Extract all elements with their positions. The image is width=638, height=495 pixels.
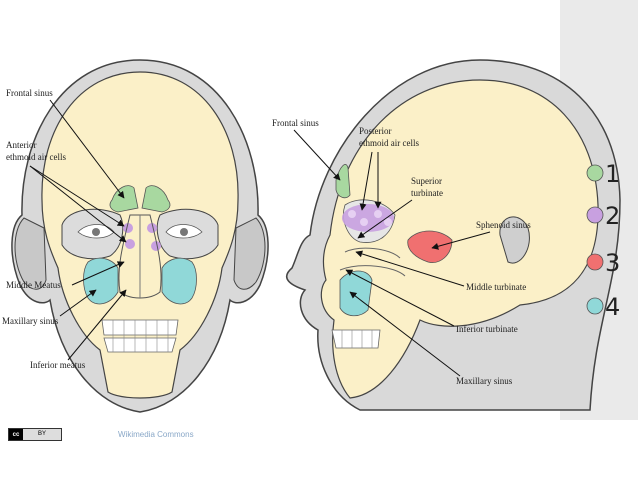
label-frontal-sinus-side: Frontal sinus (272, 118, 319, 128)
arrow-anterior-ethmoid-b (29, 165, 127, 243)
arrow-sphenoid-sinus (431, 231, 491, 250)
arrow-frontal-sinus-side (293, 129, 341, 181)
front-nasal-cavity (118, 214, 162, 299)
license-badge[interactable]: cc BY (8, 428, 62, 441)
credit-link[interactable]: Wikimedia Commons (118, 430, 194, 439)
arrow-superior-turbinate (357, 199, 413, 239)
label-middle-turbinate: Middle turbinate (466, 282, 526, 292)
arrow-maxillary-sinus-side (349, 291, 461, 377)
legend-number-4: 4 (605, 293, 620, 321)
front-labels: Frontal sinus Anterior ethmoid air cells… (2, 88, 127, 370)
front-maxillary-sinus-right (161, 257, 197, 305)
side-ethmoid-cell (374, 210, 382, 218)
front-teeth-lower (103, 337, 177, 353)
cc-by-label: BY (23, 429, 61, 440)
arrow-frontal-sinus-front (49, 99, 125, 199)
label-anterior-ethmoid-2: ethmoid air cells (6, 152, 66, 162)
cc-logo: cc (9, 429, 23, 440)
side-head (286, 0, 638, 420)
legend-swatch-3 (586, 253, 604, 271)
label-anterior-ethmoid-1: Anterior (6, 140, 37, 150)
label-middle-meatus: Middle Meatus (6, 280, 61, 290)
legend-swatch-4 (586, 297, 604, 315)
front-frontal-sinus-right (141, 185, 171, 213)
label-superior-turbinate-2: turbinate (411, 188, 443, 198)
front-ear-right (233, 217, 266, 290)
legend-number-2: 2 (605, 202, 620, 230)
label-posterior-ethmoid-1: Posterior (359, 126, 392, 136)
side-teeth (331, 329, 381, 349)
front-pupil-left (92, 228, 100, 236)
side-ethmoid-cell (360, 218, 368, 226)
label-sphenoid-sinus: Sphenoid sinus (476, 220, 531, 230)
side-sphenoid-sinus (407, 230, 453, 263)
label-frontal-sinus-front: Frontal sinus (6, 88, 53, 98)
front-pupil-right (180, 228, 188, 236)
label-superior-turbinate-1: Superior (411, 176, 442, 186)
arrow-maxillary-sinus-front (59, 289, 97, 317)
arrow-posterior-ethmoid-a (359, 151, 373, 211)
legend-swatch-1 (586, 164, 604, 182)
arrow-inferior-meatus (67, 289, 127, 361)
front-ear-left (14, 217, 47, 290)
side-ear (499, 216, 530, 264)
label-maxillary-sinus-front: Maxillary sinus (2, 316, 59, 326)
front-ethmoid-cell (125, 239, 135, 249)
arrow-anterior-ethmoid-a (29, 165, 125, 227)
front-teeth-upper (101, 319, 179, 336)
side-labels: Frontal sinus Posterior ethmoid air cell… (272, 118, 531, 386)
arrow-inferior-turbinate (345, 269, 455, 327)
arrow-middle-turbinate (355, 250, 465, 287)
legend: 1 2 3 4 (586, 160, 620, 321)
side-turbinates (339, 247, 406, 277)
legend-swatch-2 (586, 206, 604, 224)
front-ethmoid-cell (123, 223, 133, 233)
label-inferior-meatus: Inferior meatus (30, 360, 86, 370)
label-inferior-turbinate: Inferior turbinate (456, 324, 518, 334)
label-maxillary-sinus-side: Maxillary sinus (456, 376, 513, 386)
legend-number-3: 3 (605, 249, 620, 277)
label-posterior-ethmoid-2: ethmoid air cells (359, 138, 419, 148)
side-ethmoid-cells (342, 204, 394, 232)
legend-number-1: 1 (605, 160, 620, 188)
side-frontal-sinus (335, 164, 351, 199)
front-maxillary-sinus-left (83, 257, 119, 305)
side-skull (320, 79, 599, 399)
front-ethmoid-cell (151, 241, 161, 251)
arrow-middle-meatus (71, 261, 125, 286)
side-ethmoid-cell (384, 218, 392, 226)
front-ethmoid-cell (147, 223, 157, 233)
side-ethmoid-cell (348, 210, 356, 218)
side-maxillary-sinus (339, 270, 373, 317)
